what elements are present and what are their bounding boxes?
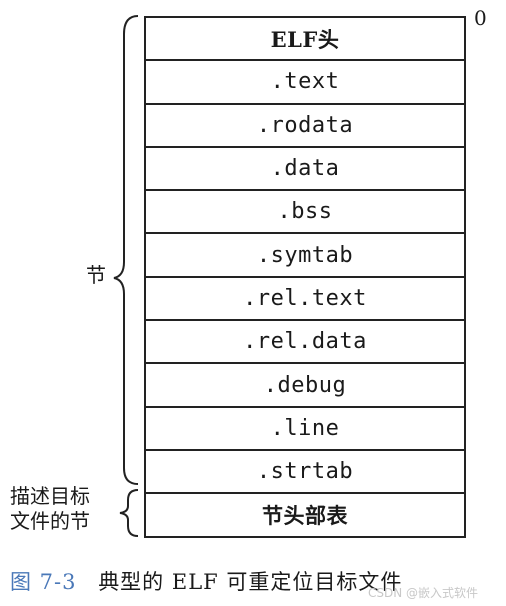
section-row: .text xyxy=(146,61,464,105)
section-header-table-description: 描述目标 文件的节 xyxy=(10,484,90,534)
sht-brace xyxy=(119,489,139,537)
section-row: ELF头 xyxy=(146,18,464,62)
section-row: .data xyxy=(146,148,464,192)
sht-description-line-2: 文件的节 xyxy=(10,509,90,533)
watermark: CSDN @嵌入式软件 xyxy=(368,586,479,600)
sht-description-line-1: 描述目标 xyxy=(10,484,90,508)
figure-caption: 图 7-3 典型的 ELF 可重定位目标文件 xyxy=(10,566,402,596)
figure-title: 典型的 ELF 可重定位目标文件 xyxy=(98,570,403,594)
section-row: .rel.text xyxy=(146,278,464,322)
elf-layout-stack: ELF头.text.rodata.data.bss.symtab.rel.tex… xyxy=(144,16,466,538)
section-row: 节头部表 xyxy=(146,494,464,538)
figure-number: 图 7-3 xyxy=(10,570,77,594)
section-row: .rel.data xyxy=(146,321,464,365)
section-row: .debug xyxy=(146,364,464,408)
offset-zero-label: 0 xyxy=(474,6,487,30)
section-row: .rodata xyxy=(146,105,464,148)
sections-brace xyxy=(113,15,139,485)
section-row: .symtab xyxy=(146,234,464,278)
sections-label: 节 xyxy=(86,263,106,287)
section-row: .strtab xyxy=(146,451,464,495)
section-row: .line xyxy=(146,408,464,451)
section-row: .bss xyxy=(146,191,464,235)
